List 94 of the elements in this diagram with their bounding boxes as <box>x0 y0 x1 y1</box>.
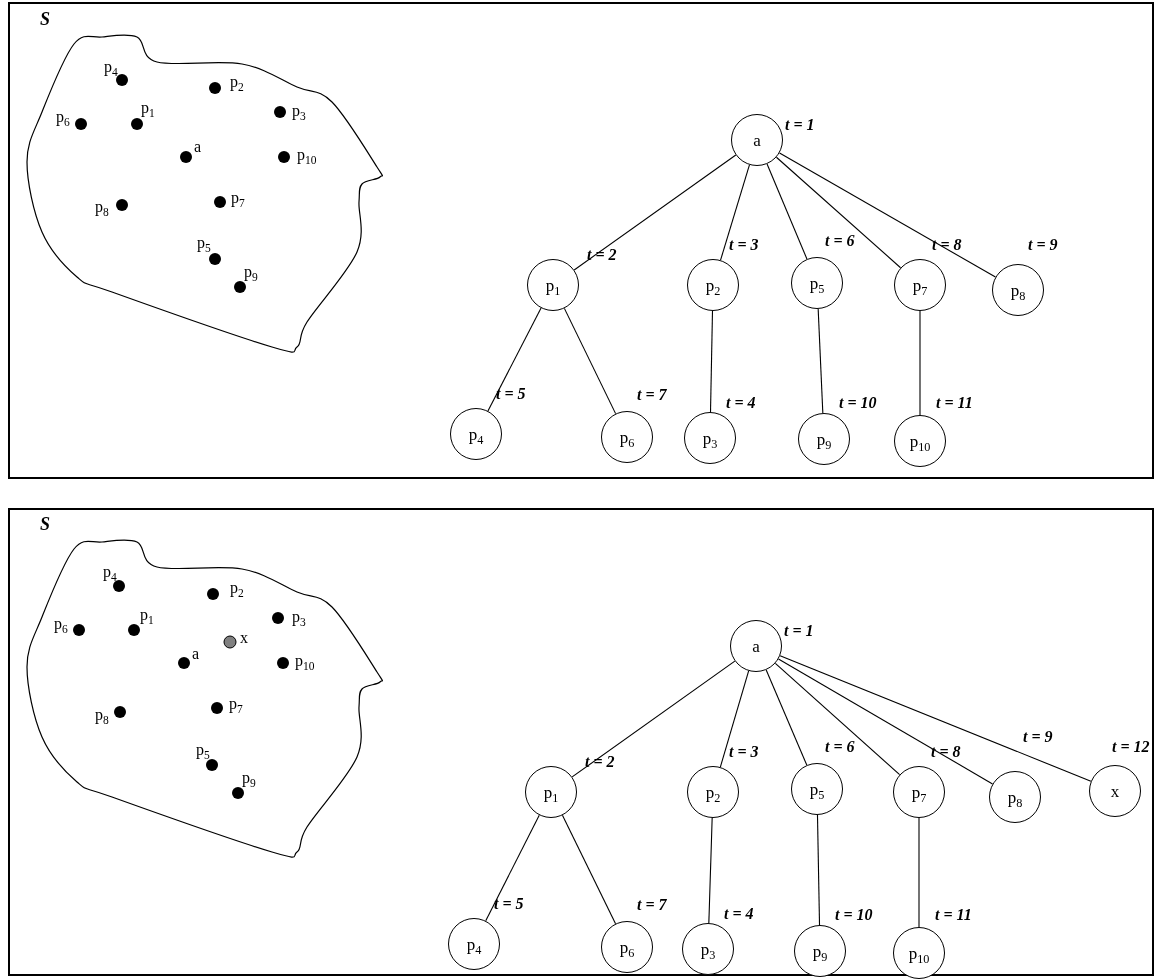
tree-node-circle: p$_{7}$ <box>893 766 945 818</box>
point-label: p$_{2}$ <box>230 74 244 90</box>
point-label: p$_{9}$ <box>242 770 256 786</box>
point-label: p$_{1}$ <box>140 607 154 623</box>
time-label: t = 4 <box>724 906 754 922</box>
time-label: t = 5 <box>494 896 524 912</box>
tree-edge <box>779 152 996 278</box>
tree-node-circle: a <box>730 620 782 672</box>
tree-node-circle: p$_{7}$ <box>894 259 946 311</box>
tree-edge <box>709 310 714 413</box>
tree-edge <box>779 655 1092 782</box>
time-label: t = 1 <box>785 117 815 133</box>
time-label: t = 9 <box>1023 729 1053 745</box>
set-name: S <box>40 10 50 28</box>
tree-edge <box>816 814 821 926</box>
tree-node-circle: p$_{6}$ <box>601 411 653 463</box>
point-label: p$_{3}$ <box>292 103 306 119</box>
time-label: t = 5 <box>496 386 526 402</box>
time-label: t = 9 <box>1028 237 1058 253</box>
time-label: t = 2 <box>587 247 617 263</box>
panel-frame <box>8 508 1154 976</box>
time-label: t = 2 <box>585 754 615 770</box>
tree-edge <box>775 156 902 269</box>
tree-node-circle: p$_{2}$ <box>687 766 739 818</box>
tree-edge <box>719 670 750 768</box>
tree-node-circle: p$_{10}$ <box>894 415 946 467</box>
point-label: a <box>192 646 200 662</box>
point-label: p$_{4}$ <box>104 59 118 75</box>
point-label: p$_{9}$ <box>244 264 258 280</box>
time-label: t = 3 <box>729 237 759 253</box>
time-label: t = 7 <box>637 387 667 403</box>
panel-frame <box>8 2 1154 479</box>
tree-node-circle: p$_{2}$ <box>687 259 739 311</box>
point-label: p$_{7}$ <box>231 190 245 206</box>
time-label: t = 7 <box>637 897 667 913</box>
tree-edge <box>561 814 617 925</box>
tree-edge <box>573 154 737 271</box>
tree-node-circle: a <box>731 114 783 166</box>
tree-node-circle: p$_{1}$ <box>527 259 579 311</box>
tree-node-circle: p$_{5}$ <box>791 257 843 309</box>
point-label: a <box>194 139 202 155</box>
tree-edge <box>720 164 750 261</box>
point-label: p$_{8}$ <box>95 199 109 215</box>
time-label: t = 4 <box>726 395 756 411</box>
tree-node-circle: p$_{3}$ <box>684 412 736 464</box>
point-label: p$_{1}$ <box>141 100 155 116</box>
tree-edge <box>765 669 808 766</box>
tree-node-circle: p$_{4}$ <box>448 918 500 970</box>
set-name: S <box>40 515 50 533</box>
time-label: t = 3 <box>729 744 759 760</box>
point-label: p$_{10}$ <box>295 653 315 669</box>
time-label: t = 11 <box>936 395 973 411</box>
time-label: t = 8 <box>931 744 961 760</box>
point-label: p$_{5}$ <box>196 742 210 758</box>
point-label: p$_{8}$ <box>95 707 109 723</box>
tree-node-circle: p$_{10}$ <box>893 927 945 979</box>
tree-edge <box>485 814 540 922</box>
tree-node-circle: x <box>1089 765 1141 817</box>
tree-node-circle: p$_{8}$ <box>989 771 1041 823</box>
point-label: p$_{10}$ <box>297 147 317 163</box>
point-label: p$_{4}$ <box>103 564 117 580</box>
tree-edge <box>918 817 920 928</box>
point-label: p$_{5}$ <box>197 235 211 251</box>
time-label: t = 12 <box>1112 739 1150 755</box>
tree-node-circle: p$_{3}$ <box>682 923 734 975</box>
point-label: p$_{7}$ <box>229 696 243 712</box>
tree-edge <box>563 307 617 415</box>
tree-edge <box>708 817 713 924</box>
tree-edge <box>817 308 824 414</box>
tree-edge <box>487 307 542 412</box>
tree-node-circle: p$_{1}$ <box>525 766 577 818</box>
time-label: t = 10 <box>835 907 873 923</box>
tree-node-circle: p$_{9}$ <box>798 413 850 465</box>
tree-node-circle: p$_{4}$ <box>450 408 502 460</box>
point-label: p$_{2}$ <box>230 580 244 596</box>
time-label: t = 11 <box>935 907 972 923</box>
time-label: t = 6 <box>825 739 855 755</box>
tree-node-circle: p$_{8}$ <box>992 264 1044 316</box>
tree-node-circle: p$_{6}$ <box>601 921 653 973</box>
tree-node-circle: p$_{9}$ <box>794 925 846 977</box>
time-label: t = 10 <box>839 395 877 411</box>
point-label: p$_{6}$ <box>54 616 68 632</box>
tree-node-circle: p$_{5}$ <box>791 763 843 815</box>
time-label: t = 8 <box>932 237 962 253</box>
tree-edge <box>571 660 736 778</box>
tree-edge <box>919 310 921 416</box>
tree-edge <box>774 662 901 776</box>
point-label: p$_{3}$ <box>292 609 306 625</box>
tree-edge <box>766 163 808 260</box>
time-label: t = 1 <box>784 623 814 639</box>
point-label: p$_{6}$ <box>56 109 70 125</box>
tree-edge <box>777 658 994 785</box>
time-label: t = 6 <box>825 233 855 249</box>
point-label: x <box>240 630 248 646</box>
